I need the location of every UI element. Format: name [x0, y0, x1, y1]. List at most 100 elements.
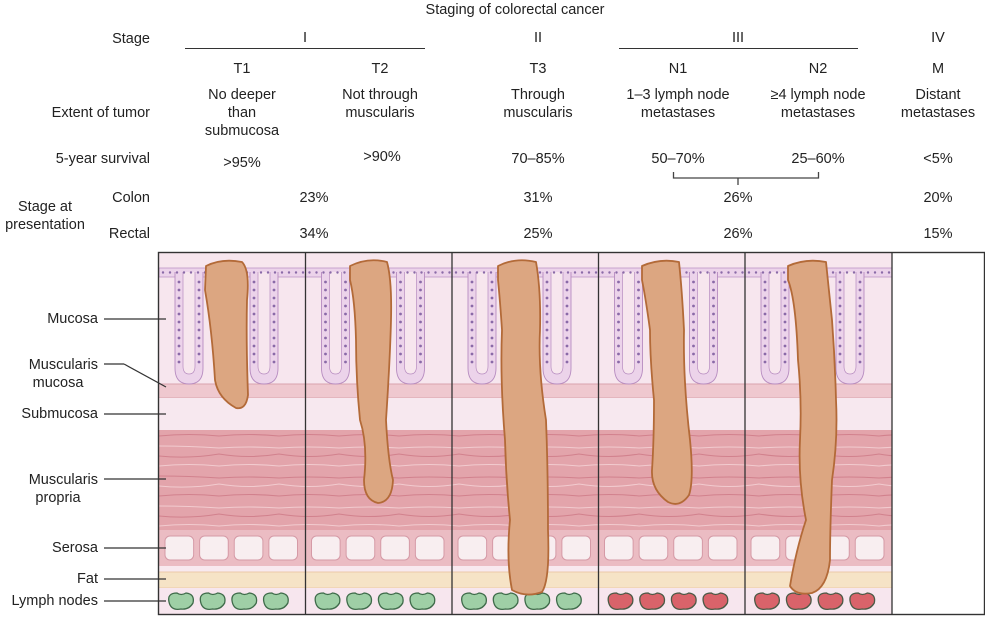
survival-T3: 70–85%: [511, 151, 565, 167]
column-code-T1: T1: [233, 61, 251, 77]
serosa-cell: [638, 535, 669, 561]
nucleus: [712, 336, 715, 340]
nucleus: [252, 312, 256, 316]
stage-III-bracket: [619, 48, 858, 50]
nucleus: [565, 288, 569, 292]
nucleus: [161, 271, 165, 274]
nucleus: [272, 312, 276, 316]
nucleus: [419, 352, 422, 356]
nucleus: [419, 320, 422, 324]
nucleus: [637, 312, 640, 316]
nucleus: [419, 288, 422, 292]
nucleus: [197, 312, 201, 316]
nucleus: [252, 336, 256, 340]
nucleus: [845, 271, 849, 274]
extent-T1-line3: submucosa: [204, 123, 280, 139]
nucleus: [177, 336, 181, 340]
nucleus: [838, 304, 842, 308]
metastatic-lymph-node: [849, 592, 876, 610]
nucleus: [692, 328, 695, 332]
colon-stage-I: 23%: [299, 190, 329, 206]
nucleus: [177, 288, 181, 292]
nucleus: [399, 344, 402, 348]
nucleus: [783, 296, 787, 300]
nucleus: [763, 360, 767, 364]
nucleus: [168, 271, 172, 274]
nucleus: [601, 271, 604, 274]
nucleus: [741, 271, 744, 274]
nucleus: [838, 312, 842, 316]
nucleus: [838, 344, 842, 348]
metastatic-lymph-node: [639, 592, 666, 610]
nucleus: [252, 304, 256, 308]
nucleus: [272, 360, 276, 364]
nucleus: [706, 271, 709, 274]
nucleus: [763, 312, 767, 316]
layer-label-mucosa: Mucosa: [47, 311, 98, 327]
serosa-cell: [233, 535, 264, 561]
nucleus: [783, 328, 787, 332]
nucleus: [783, 336, 787, 340]
nucleus: [637, 360, 640, 364]
nucleus: [859, 271, 863, 274]
nucleus: [470, 304, 474, 308]
nucleus: [324, 280, 327, 284]
nucleus: [344, 336, 347, 340]
nucleus: [344, 320, 347, 324]
nucleus: [692, 360, 695, 364]
nucleus: [175, 271, 179, 274]
serosa-cell: [750, 535, 781, 561]
nucleus: [545, 320, 549, 324]
nucleus: [636, 271, 639, 274]
row-label-presentation-1: Stage at: [17, 199, 73, 215]
nucleus: [344, 304, 347, 308]
nucleus: [617, 344, 620, 348]
serosa-cell: [854, 535, 885, 561]
nucleus: [783, 288, 787, 292]
nucleus: [637, 304, 640, 308]
layer-leader-lines: [104, 318, 167, 602]
nucleus: [783, 280, 787, 284]
nucleus: [399, 312, 402, 316]
extent-N2-line2: metastases: [780, 105, 856, 121]
nucleus: [490, 296, 494, 300]
normal-lymph-node: [199, 592, 226, 610]
nucleus: [873, 271, 877, 274]
nucleus: [272, 296, 276, 300]
nucleus: [545, 296, 549, 300]
nucleus: [399, 320, 402, 324]
nucleus: [637, 288, 640, 292]
nucleus: [470, 280, 474, 284]
nucleus: [545, 288, 549, 292]
nucleus: [622, 271, 625, 274]
nucleus: [413, 271, 416, 274]
nucleus: [617, 280, 620, 284]
nucleus: [197, 304, 201, 308]
nucleus: [272, 320, 276, 324]
nucleus: [763, 328, 767, 332]
survival-T2: >90%: [363, 149, 401, 165]
nucleus: [712, 312, 715, 316]
nucleus: [252, 344, 256, 348]
nucleus: [197, 296, 201, 300]
nucleus: [565, 280, 569, 284]
nucleus: [712, 352, 715, 356]
nucleus: [838, 328, 842, 332]
normal-lymph-node: [555, 592, 582, 610]
nucleus: [490, 328, 494, 332]
nucleus: [344, 296, 347, 300]
serosa-cell: [673, 535, 703, 561]
nucleus: [399, 280, 402, 284]
metastatic-lymph-node: [607, 592, 634, 610]
nucleus: [189, 271, 193, 274]
nucleus: [177, 320, 181, 324]
nucleus: [831, 271, 835, 274]
nucleus: [617, 352, 620, 356]
nucleus: [301, 271, 305, 274]
nucleus: [399, 296, 402, 300]
nucleus: [419, 336, 422, 340]
nucleus: [252, 280, 256, 284]
nucleus: [565, 312, 569, 316]
nucleus: [838, 280, 842, 284]
nucleus: [427, 271, 430, 274]
